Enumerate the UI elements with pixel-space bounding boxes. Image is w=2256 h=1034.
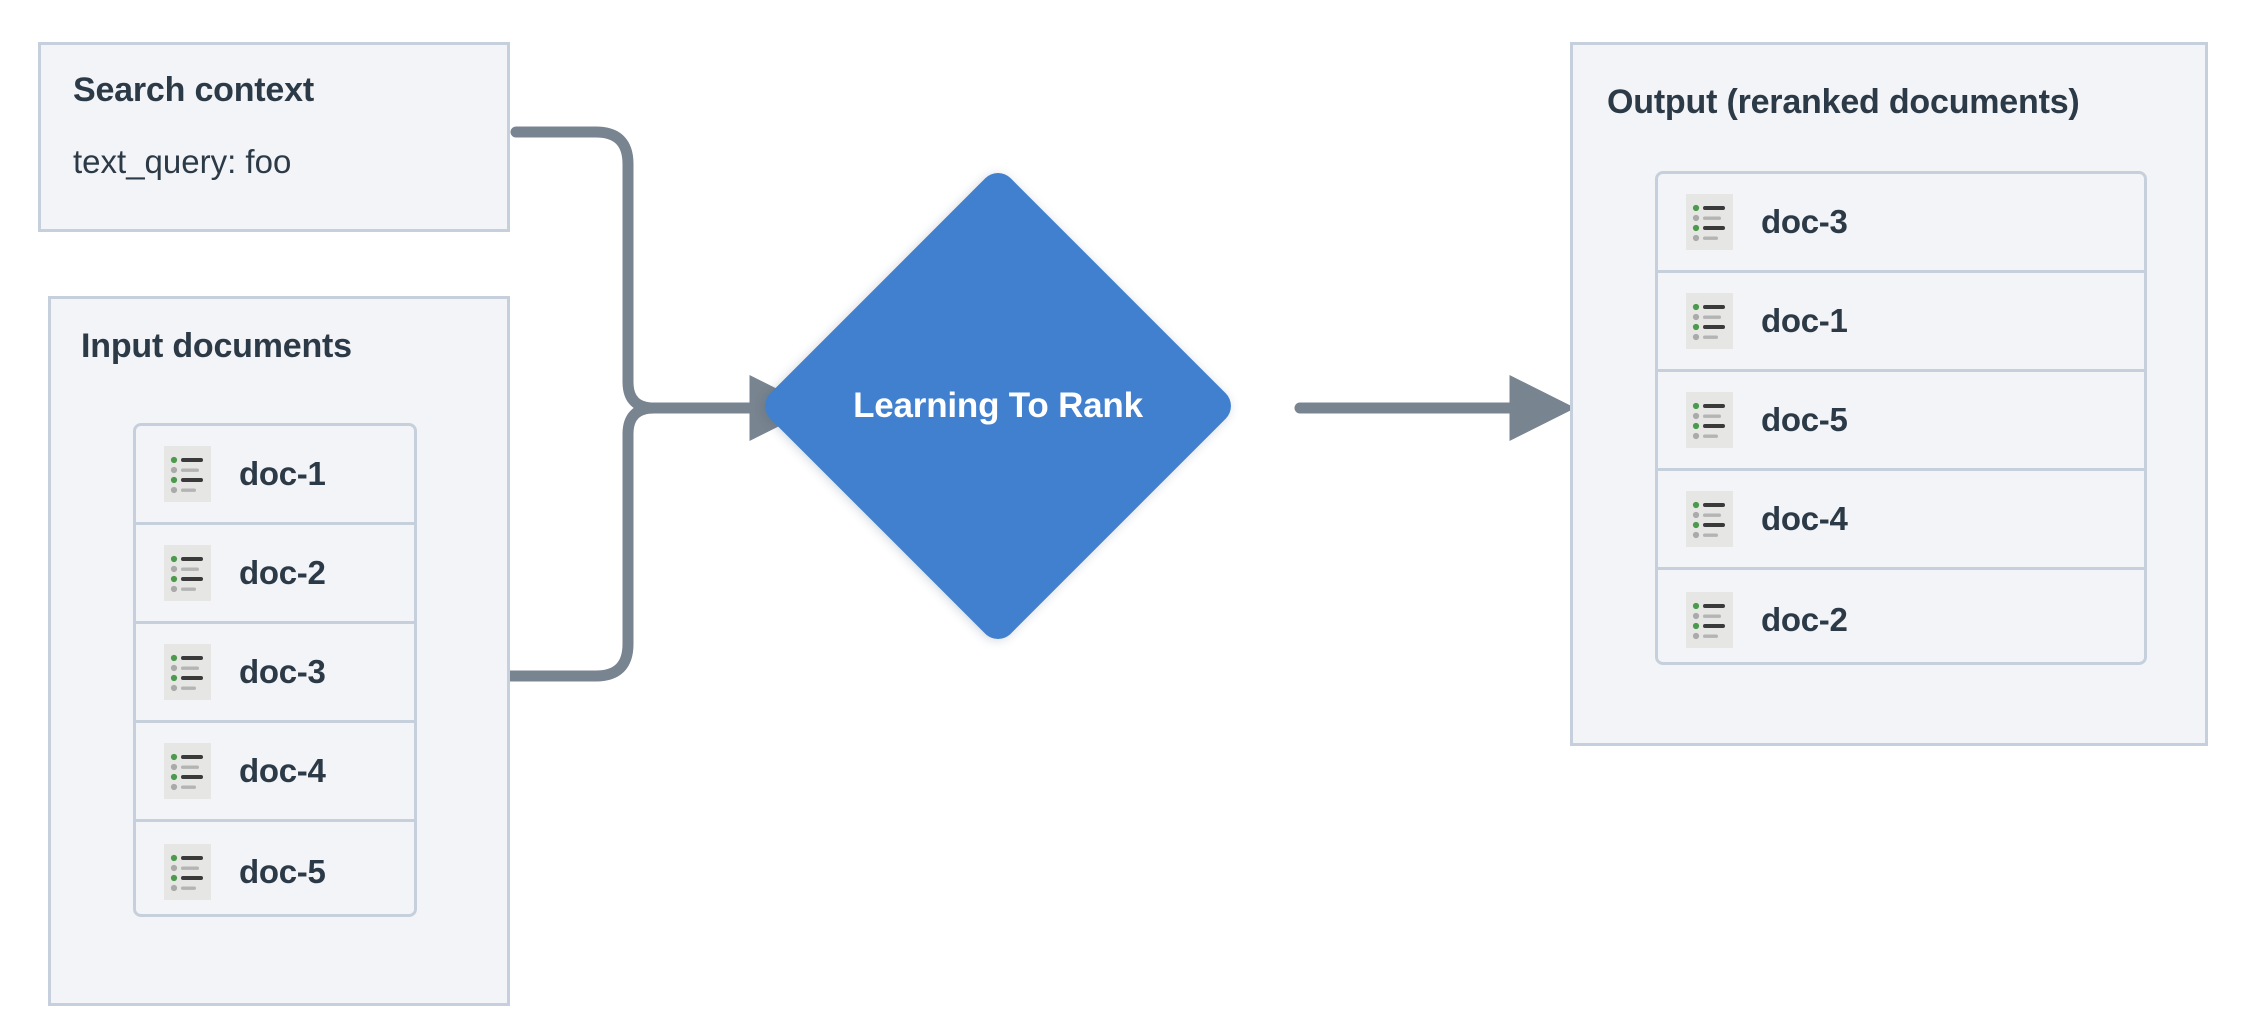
list-item[interactable]: doc-1 xyxy=(1658,273,2144,372)
list-item[interactable]: doc-4 xyxy=(136,723,414,822)
list-item[interactable]: doc-5 xyxy=(136,822,414,914)
document-list-icon xyxy=(1686,491,1733,547)
list-item-label: doc-5 xyxy=(1761,401,1848,438)
list-item[interactable]: doc-2 xyxy=(1658,570,2144,662)
connector-search-context-to-ltr xyxy=(510,126,660,414)
input-document-list: doc-1 doc-2 xyxy=(133,423,417,917)
search-context-text-query: text_query: foo xyxy=(73,143,292,180)
document-list-icon xyxy=(164,644,211,700)
output-title: Output (reranked documents) xyxy=(1607,83,2080,121)
list-item-label: doc-3 xyxy=(239,653,326,690)
list-item-label: doc-1 xyxy=(239,455,326,492)
document-list-icon xyxy=(164,446,211,502)
output-document-list: doc-3 doc-1 xyxy=(1655,171,2147,665)
list-item[interactable]: doc-1 xyxy=(136,426,414,525)
learning-to-rank-node[interactable] xyxy=(757,165,1239,647)
list-item[interactable]: doc-5 xyxy=(1658,372,2144,471)
list-item-label: doc-3 xyxy=(1761,203,1848,240)
search-context-panel: Search context text_query: foo xyxy=(38,42,510,232)
input-documents-title: Input documents xyxy=(81,327,352,365)
document-list-icon xyxy=(1686,293,1733,349)
list-item-label: doc-2 xyxy=(239,554,326,591)
list-item[interactable]: doc-3 xyxy=(1658,174,2144,273)
list-item-label: doc-5 xyxy=(239,852,326,890)
search-context-title: Search context xyxy=(73,71,314,109)
list-item-label: doc-1 xyxy=(1761,302,1848,339)
input-documents-panel: Input documents doc-1 xyxy=(48,296,510,1006)
list-item-label: doc-4 xyxy=(239,752,326,789)
document-list-icon xyxy=(164,843,211,900)
list-item-label: doc-2 xyxy=(1761,600,1848,638)
connector-input-documents-to-ltr xyxy=(504,402,660,682)
document-list-icon xyxy=(164,743,211,799)
list-item[interactable]: doc-3 xyxy=(136,624,414,723)
list-item[interactable]: doc-4 xyxy=(1658,471,2144,570)
document-list-icon xyxy=(1686,194,1733,250)
document-list-icon xyxy=(1686,591,1733,648)
output-panel: Output (reranked documents) doc-3 xyxy=(1570,42,2208,746)
document-list-icon xyxy=(1686,392,1733,448)
list-item[interactable]: doc-2 xyxy=(136,525,414,624)
list-item-label: doc-4 xyxy=(1761,500,1848,537)
document-list-icon xyxy=(164,545,211,601)
